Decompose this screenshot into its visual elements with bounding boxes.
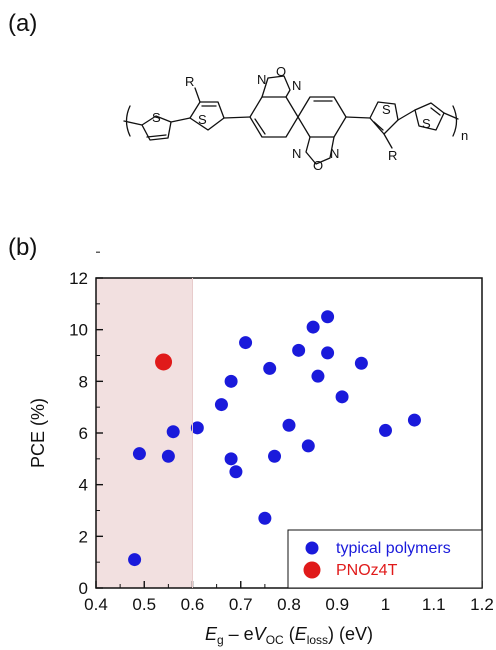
data-point-typical-polymer <box>321 310 335 324</box>
data-point-typical-polymer <box>166 425 180 439</box>
y-tick-label: 10 <box>69 321 88 340</box>
polymer-structure: S S R N O N N O N S R S n <box>123 64 468 173</box>
sulfur-label-4: S <box>422 116 431 131</box>
data-point-pnoz4t <box>155 353 173 371</box>
x-title-open: ( <box>284 624 295 644</box>
x-tick-label: 1.1 <box>422 595 446 614</box>
x-tick-label: 0.4 <box>84 595 108 614</box>
y-tick-label: 4 <box>79 476 88 495</box>
legend-marker-pnoz4t <box>303 561 321 579</box>
data-point-typical-polymer <box>282 418 296 432</box>
data-point-typical-polymer <box>161 449 175 463</box>
data-point-typical-polymer <box>292 343 306 357</box>
nitrogen-label-2: N <box>292 78 301 93</box>
x-title-v-sub: OC <box>266 633 284 647</box>
x-tick-label: 0.8 <box>277 595 301 614</box>
sulfur-label-2: S <box>198 112 207 127</box>
x-title-mid: – e <box>224 624 254 644</box>
x-title-e1-sub: g <box>217 633 224 647</box>
data-points <box>128 310 421 567</box>
y-tick-label: 6 <box>79 424 88 443</box>
nitrogen-label-4: N <box>330 146 339 161</box>
panel-label-a: (a) <box>8 10 38 37</box>
sulfur-label-1: S <box>152 110 161 125</box>
x-tick-label: 1 <box>381 595 390 614</box>
data-point-typical-polymer <box>214 398 228 412</box>
x-tick-label: 0.9 <box>325 595 349 614</box>
right-repeat-bracket <box>452 105 458 137</box>
data-point-typical-polymer <box>128 553 142 567</box>
oxygen-label-2: O <box>313 158 323 173</box>
legend-marker-typical-polymers <box>305 541 319 555</box>
x-title-e2: E <box>295 624 308 644</box>
legend-label-pnoz4t: PNOz4T <box>336 562 398 579</box>
data-point-typical-polymer <box>306 320 320 334</box>
nitrogen-label-3: N <box>292 146 301 161</box>
substituent-label-1: R <box>185 74 194 89</box>
sulfur-label-3: S <box>382 102 391 117</box>
legend-box <box>287 529 483 589</box>
y-axis-title: PCE (%) <box>28 398 48 468</box>
data-point-typical-polymer <box>224 452 238 466</box>
x-tick-label: 0.5 <box>132 595 156 614</box>
data-point-typical-polymer <box>379 423 392 437</box>
data-point-typical-polymer <box>321 346 335 360</box>
data-point-typical-polymer <box>229 465 243 479</box>
nitrogen-label-1: N <box>257 72 266 87</box>
data-point-typical-polymer <box>239 336 253 350</box>
substituent-label-2: R <box>388 148 397 163</box>
x-tick-label: 0.7 <box>229 595 253 614</box>
oxygen-label-1: O <box>276 64 286 79</box>
repeat-unit-label: n <box>461 128 468 143</box>
x-title-close: ) (eV) <box>328 624 373 644</box>
y-tick-label: 0 <box>79 579 88 598</box>
data-point-typical-polymer <box>258 511 272 525</box>
y-tick-label: 8 <box>79 372 88 391</box>
y-tick-label: 2 <box>79 527 88 546</box>
x-axis: 0.4 0.5 0.6 0.7 0.8 0.9 1 1.1 1.2 <box>84 581 494 614</box>
legend-label-typical-polymers: typical polymers <box>336 540 451 557</box>
x-axis-title: Eg – eVOC (Eloss) (eV) <box>205 624 373 647</box>
data-point-typical-polymer <box>311 369 325 383</box>
x-ticks: 0.4 0.5 0.6 0.7 0.8 0.9 1 1.1 1.2 <box>84 581 494 614</box>
data-point-typical-polymer <box>335 390 349 404</box>
data-point-typical-polymer <box>190 421 204 435</box>
x-tick-label: 0.6 <box>181 595 205 614</box>
y-tick-label: 12 <box>69 269 88 288</box>
panel-label-b: (b) <box>8 234 38 261</box>
data-point-typical-polymer <box>301 439 315 453</box>
data-point-typical-polymer <box>224 374 238 388</box>
data-point-typical-polymer <box>268 449 282 463</box>
x-title-v: V <box>254 624 268 644</box>
data-point-typical-polymer <box>407 413 421 427</box>
data-point-typical-polymer <box>132 447 146 461</box>
data-point-typical-polymer <box>263 361 277 375</box>
x-title-e2-sub: loss <box>307 633 328 647</box>
x-tick-label: 1.2 <box>470 595 494 614</box>
data-point-typical-polymer <box>354 356 368 370</box>
legend: typical polymers PNOz4T <box>287 529 483 589</box>
x-title-e1: E <box>205 624 218 644</box>
